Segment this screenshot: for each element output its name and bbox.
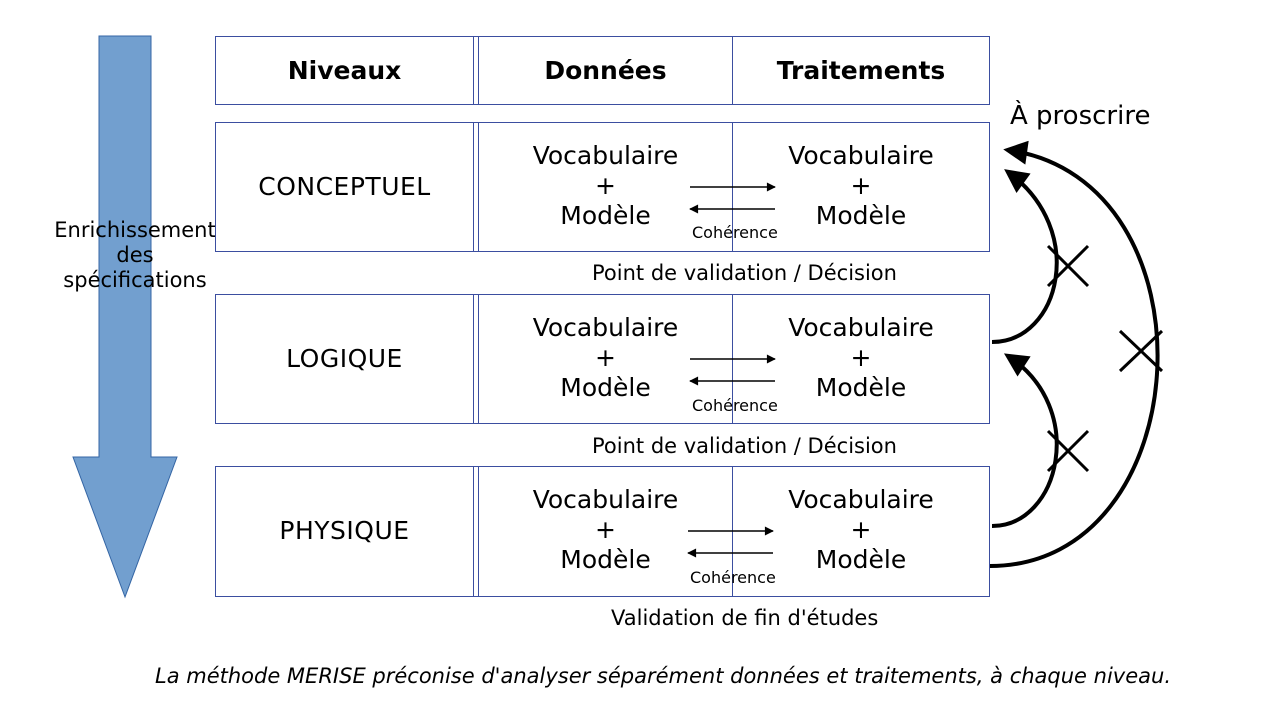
treatments-vocab: Vocabulaire — [788, 141, 934, 170]
header-row: Niveaux Données Traitements — [215, 36, 990, 105]
data-stack: Vocabulaire + Modèle — [479, 141, 732, 231]
forbidden-arrow-logique-to-conceptuel — [991, 169, 1059, 344]
data-plus: + — [595, 171, 616, 200]
data-plus: + — [595, 343, 616, 372]
cross-mark — [1118, 329, 1164, 373]
coherence-label: Cohérence — [692, 396, 778, 415]
treatments-stack: Vocabulaire + Modèle — [733, 313, 989, 403]
data-cell: Vocabulaire + Modèle — [478, 295, 733, 423]
treatments-vocab: Vocabulaire — [788, 313, 934, 342]
data-vocab: Vocabulaire — [532, 141, 679, 170]
forbidden-arrow-physique-to-conceptuel — [989, 140, 1160, 568]
treatments-model: Modèle — [815, 545, 907, 574]
cross-mark — [1046, 244, 1090, 288]
data-cell: Vocabulaire + Modèle — [478, 467, 733, 596]
coherence-label: Cohérence — [690, 568, 776, 587]
level-name: LOGIQUE — [216, 295, 474, 423]
data-model: Modèle — [560, 545, 651, 574]
enrichment-label-line1: Enrichissement — [54, 218, 216, 242]
treatments-model: Modèle — [815, 201, 907, 230]
data-cell: Vocabulaire + Modèle — [478, 123, 733, 251]
treatments-stack: Vocabulaire + Modèle — [733, 141, 989, 231]
treatments-stack: Vocabulaire + Modèle — [733, 485, 989, 575]
validation-point-label: Point de validation / Décision — [592, 261, 897, 285]
validation-point-label: Point de validation / Décision — [592, 434, 897, 458]
treatments-cell: Vocabulaire + Modèle — [733, 467, 989, 596]
data-stack: Vocabulaire + Modèle — [479, 485, 732, 575]
cross-mark — [1046, 429, 1090, 473]
level-row-conceptuel: CONCEPTUEL Vocabulaire + Modèle Vocabula… — [215, 122, 990, 252]
level-name: PHYSIQUE — [216, 467, 474, 596]
header-data: Données — [478, 37, 733, 104]
down-arrow-shape — [72, 35, 178, 599]
data-stack: Vocabulaire + Modèle — [479, 313, 732, 403]
level-row-logique: LOGIQUE Vocabulaire + Modèle Vocabulaire… — [215, 294, 990, 424]
forbidden-arrow-physique-to-logique — [991, 353, 1059, 528]
header-levels: Niveaux — [216, 37, 474, 104]
level-row-physique: PHYSIQUE Vocabulaire + Modèle Vocabulair… — [215, 466, 990, 597]
caption: La méthode MERISE préconise d'analyser s… — [155, 664, 1171, 688]
treatments-plus: + — [850, 171, 872, 200]
data-vocab: Vocabulaire — [532, 485, 679, 514]
treatments-cell: Vocabulaire + Modèle — [733, 123, 989, 251]
treatments-cell: Vocabulaire + Modèle — [733, 295, 989, 423]
data-model: Modèle — [560, 201, 651, 230]
header-treatments: Traitements — [776, 56, 946, 85]
enrichment-label-line3: spécifications — [63, 268, 207, 292]
treatments-plus: + — [850, 515, 872, 544]
end-validation-label: Validation de fin d'études — [611, 606, 879, 630]
treatments-vocab: Vocabulaire — [788, 485, 934, 514]
forbidden-label: À proscrire — [1010, 101, 1151, 131]
level-name: CONCEPTUEL — [216, 123, 474, 251]
treatments-plus: + — [850, 343, 872, 372]
data-vocab: Vocabulaire — [532, 313, 679, 342]
data-model: Modèle — [560, 373, 651, 402]
enrichment-label: Enrichissement des spécifications — [40, 218, 230, 293]
enrichment-label-line2: des — [116, 243, 154, 267]
data-plus: + — [595, 515, 616, 544]
treatments-model: Modèle — [815, 373, 907, 402]
coherence-label: Cohérence — [692, 223, 778, 242]
